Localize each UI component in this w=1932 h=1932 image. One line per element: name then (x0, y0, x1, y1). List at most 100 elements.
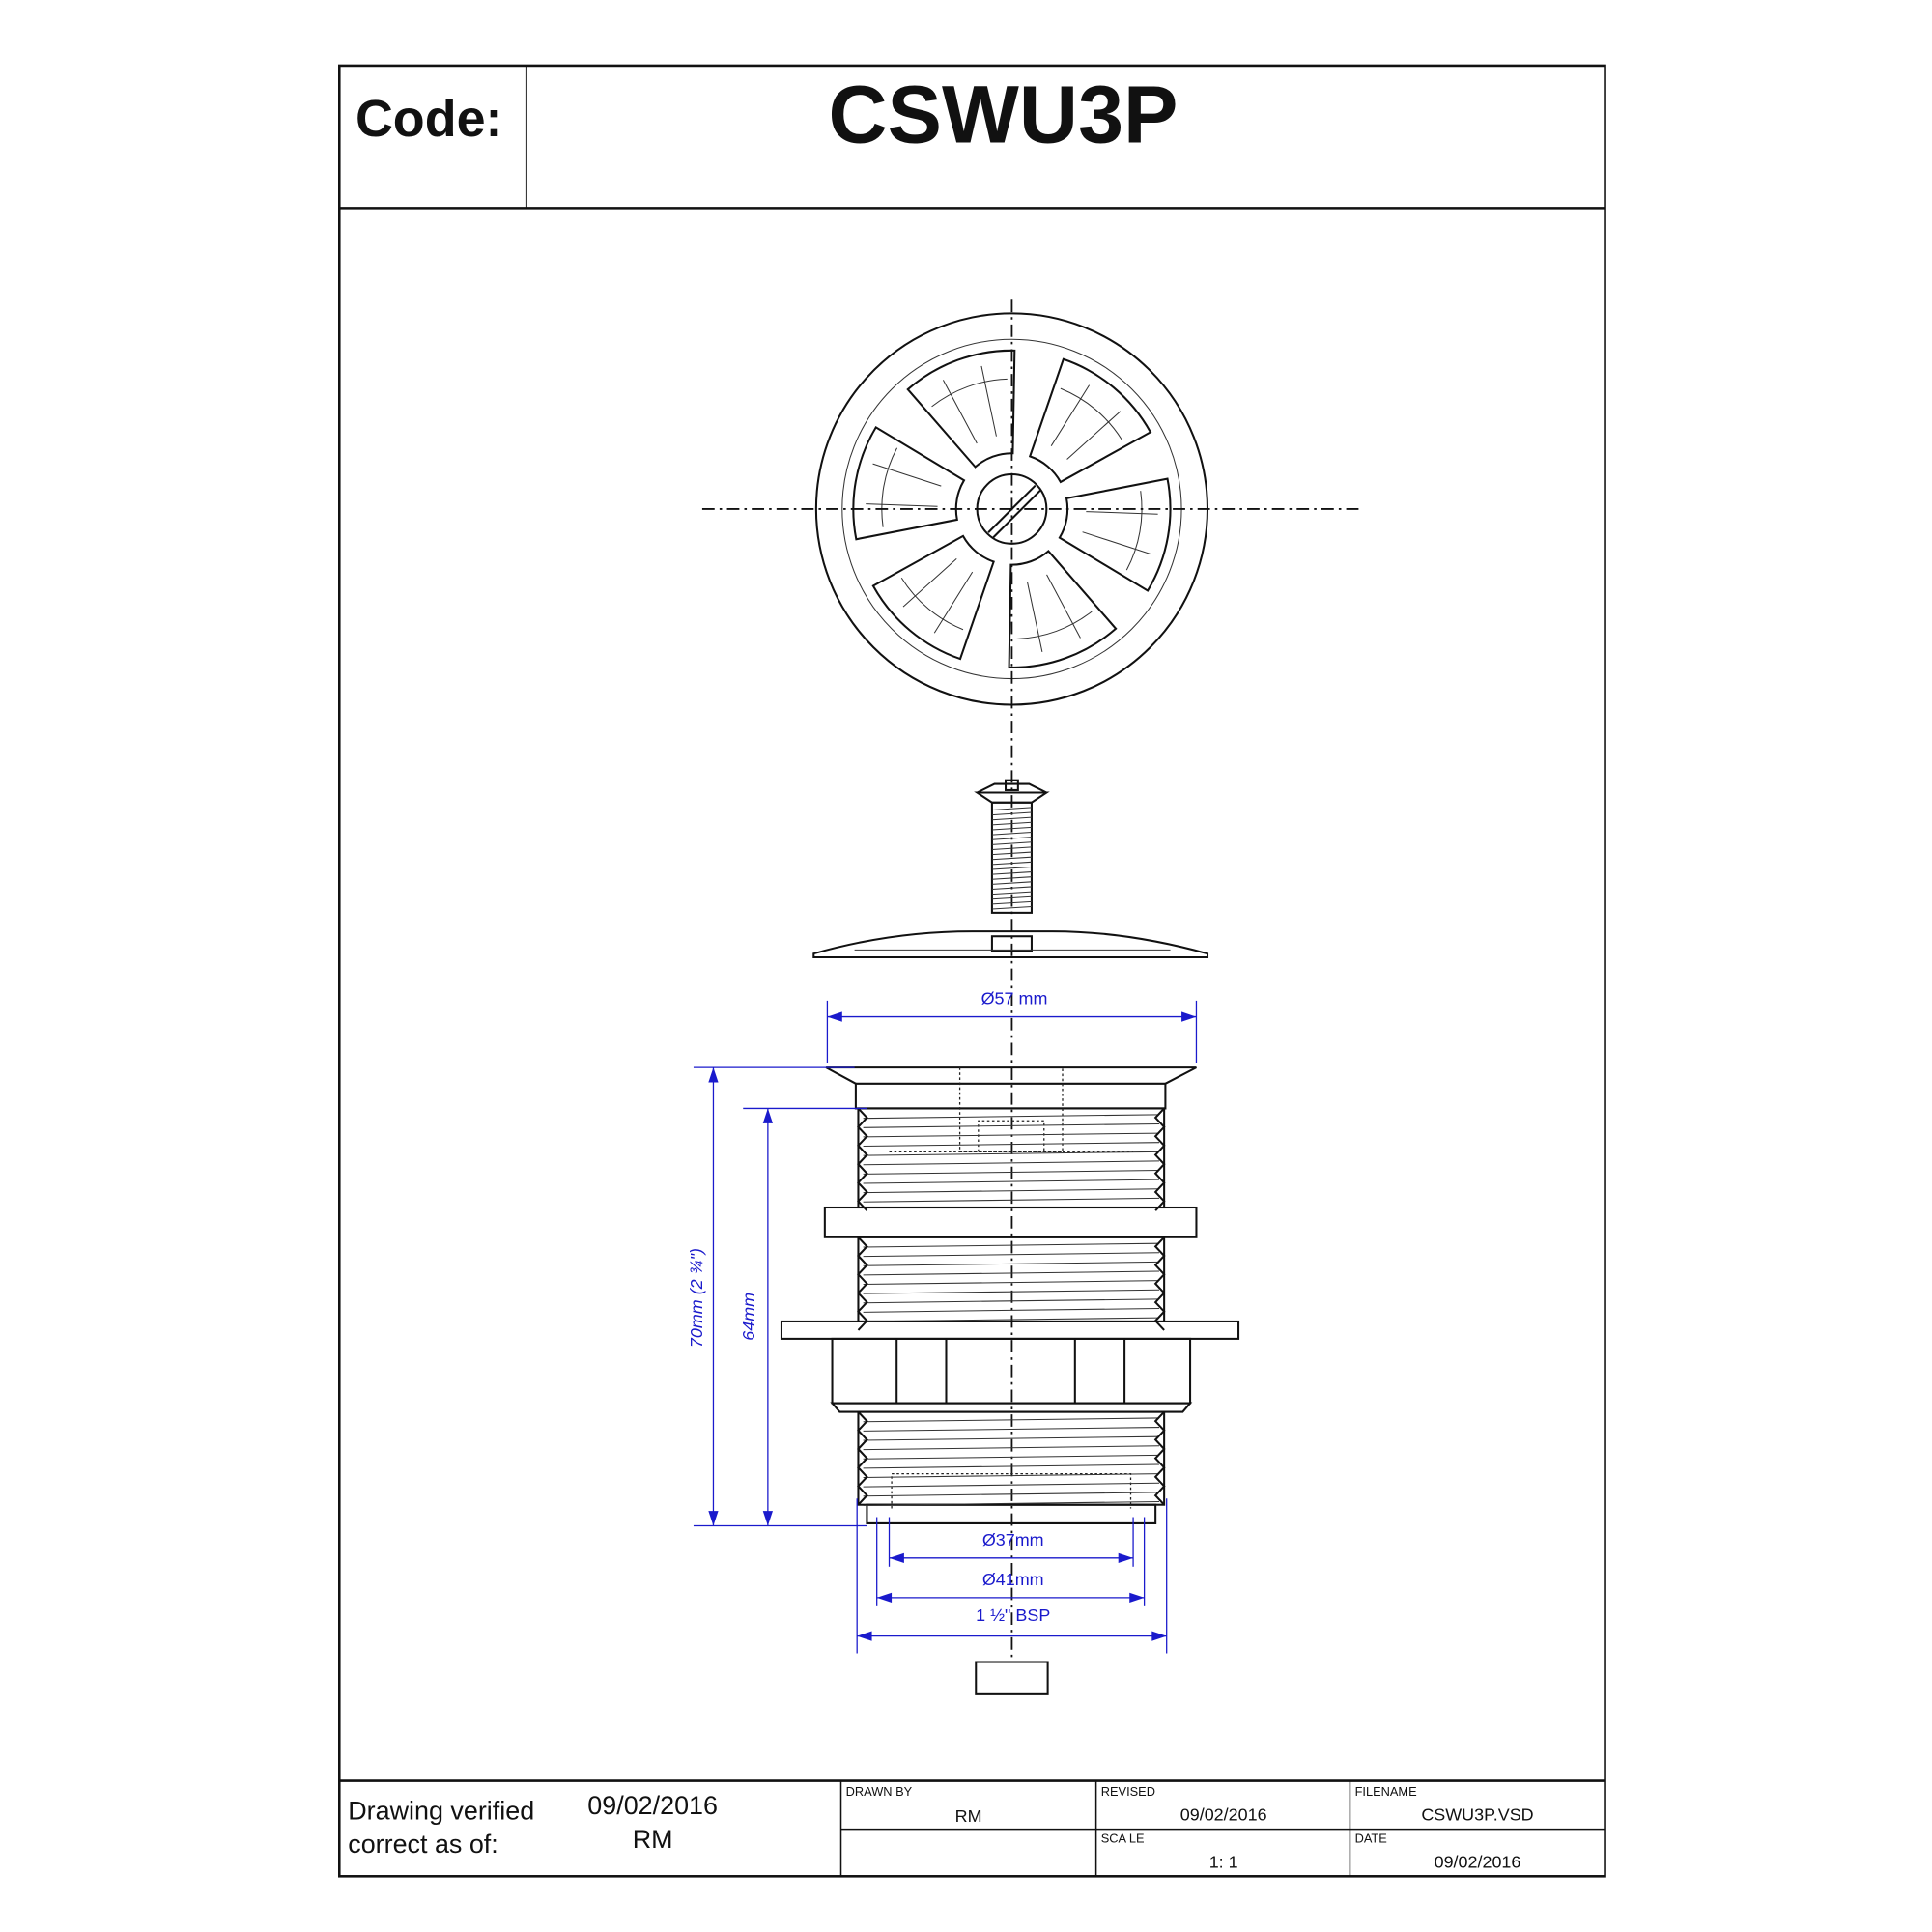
strainer-rib (1050, 384, 1122, 460)
strainer-rib (902, 558, 974, 634)
verified-date: 09/02/2016 (587, 1791, 718, 1820)
screw-thread (991, 826, 1032, 831)
screw-thread (991, 861, 1032, 866)
thread-line (863, 1261, 1160, 1266)
thread-line (863, 1317, 1160, 1322)
screw-thread (991, 856, 1032, 861)
thread-line (863, 1160, 1160, 1166)
strainer-slot (852, 425, 966, 541)
dim-diameter-41: Ø41mm (982, 1570, 1044, 1589)
screw-thread (991, 816, 1032, 821)
filename-value: CSWU3P.VSD (1421, 1805, 1533, 1825)
thread-line (863, 1179, 1160, 1184)
screw (974, 779, 1050, 914)
thread-line (863, 1170, 1160, 1175)
flange-plate (780, 1320, 1240, 1340)
drawn-by-label: DRAWN BY (846, 1784, 913, 1799)
screw-thread (991, 881, 1032, 885)
scale-value: 1: 1 (1209, 1852, 1238, 1871)
code-value: CSWU3P (828, 68, 1178, 159)
thread-line (863, 1492, 1160, 1497)
thread-line (863, 1417, 1160, 1423)
thread-line (863, 1151, 1160, 1156)
thread-line (863, 1445, 1160, 1451)
thread-profile-left (857, 1107, 868, 1211)
screw-thread (991, 900, 1032, 905)
title-block: Drawing verified correct as of: 09/02/20… (339, 1779, 1605, 1877)
drawing-frame (338, 64, 1606, 1878)
thread-line (863, 1482, 1160, 1488)
thread-line (863, 1122, 1160, 1128)
thread-line (863, 1289, 1160, 1294)
screw-thread (991, 866, 1032, 870)
strainer-slot (871, 534, 995, 661)
thread-line (863, 1188, 1160, 1194)
strainer-top-view (814, 312, 1209, 706)
thread-line (863, 1435, 1160, 1441)
revised-label: REVISED (1101, 1784, 1155, 1799)
dim-diameter-57: Ø57 mm (981, 989, 1048, 1009)
plug-cap (812, 930, 1209, 959)
thread-line (863, 1298, 1160, 1304)
thread-profile-right (1153, 1107, 1166, 1211)
backnut-washer (823, 1206, 1198, 1238)
verified-line1: Drawing verified (348, 1796, 534, 1825)
code-label: Code: (355, 90, 503, 148)
strainer-slot (1008, 550, 1118, 669)
thread-line (863, 1500, 1160, 1506)
strainer-ring-arc (1125, 491, 1143, 571)
strainer-ring-arc (1016, 611, 1093, 639)
thread-profile-right (1153, 1410, 1166, 1506)
thread-line (863, 1454, 1160, 1460)
filename-label: FILENAME (1355, 1784, 1417, 1799)
thread-line (863, 1270, 1160, 1276)
screw-thread (991, 891, 1032, 895)
thread-line (863, 1197, 1160, 1203)
strainer-slot (906, 349, 1016, 469)
strainer-rib (1026, 574, 1081, 653)
verified-by: RM (633, 1825, 673, 1854)
strainer-ring-arc (1060, 387, 1123, 440)
strainer-rib (866, 463, 942, 507)
dim-height-64: 64mm (739, 1293, 758, 1341)
dim-diameter-37: Ø37mm (982, 1530, 1044, 1549)
thread-line (863, 1114, 1160, 1120)
end-cap (975, 1661, 1049, 1695)
drawn-by-value: RM (955, 1806, 982, 1826)
strainer-ring-arc (931, 378, 1008, 408)
strainer-slot (1028, 357, 1152, 484)
strainer-ring-arc (881, 447, 898, 527)
strainer-rib (942, 365, 997, 444)
scale-label: SCA LE (1101, 1832, 1145, 1846)
thread-line (863, 1132, 1160, 1138)
screw-thread (991, 905, 1032, 910)
screw-thread (991, 837, 1032, 840)
thread-line (863, 1463, 1160, 1469)
verified-line2: correct as of: (348, 1830, 498, 1859)
screw-thread (991, 851, 1032, 856)
date-label: DATE (1355, 1832, 1387, 1846)
thread-line (863, 1252, 1160, 1258)
screw-thread (991, 807, 1032, 810)
screw-thread (991, 841, 1032, 845)
thread-line (863, 1142, 1160, 1148)
thread-line (863, 1280, 1160, 1285)
waste-body (780, 1066, 1240, 1524)
thread-line (863, 1242, 1160, 1248)
screw-thread (991, 886, 1032, 891)
screw-thread (991, 832, 1032, 836)
thread-profile-left (857, 1410, 868, 1506)
screw-thread (991, 821, 1032, 826)
screw-thread (991, 876, 1032, 880)
thread-line (863, 1427, 1160, 1432)
date-value: 09/02/2016 (1435, 1852, 1521, 1871)
screw-thread (991, 871, 1032, 875)
strainer-slot (1058, 477, 1172, 592)
screw-thread (991, 811, 1032, 816)
strainer-rib (1082, 511, 1158, 555)
dim-height-70: 70mm (2 ¾") (687, 1248, 706, 1348)
thread-profile-left (857, 1236, 868, 1331)
thread-profile-right (1153, 1236, 1166, 1331)
screw-thread (991, 895, 1032, 900)
strainer-ring-arc (900, 577, 964, 631)
